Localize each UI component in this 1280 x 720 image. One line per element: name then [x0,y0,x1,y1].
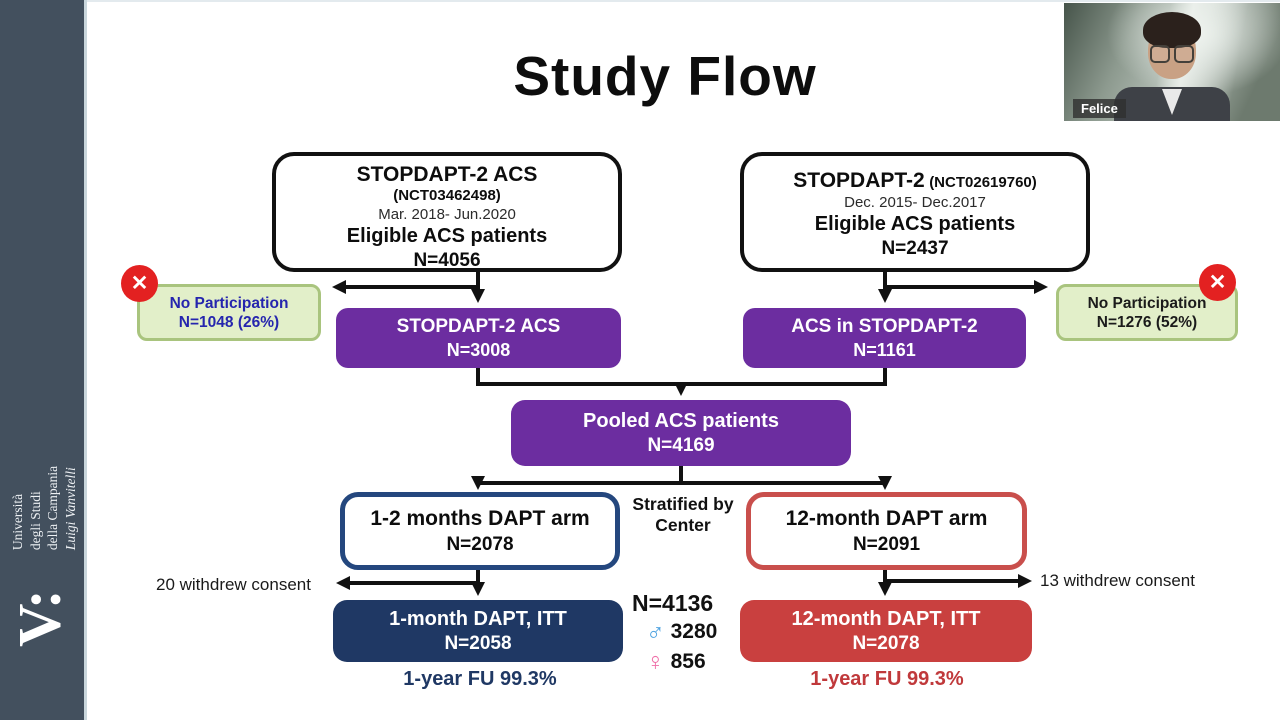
arm-label: 12-month DAPT arm [785,507,988,530]
arm-n: N=2091 [852,534,921,555]
withdrew-consent-left: 20 withdrew consent [156,575,311,594]
total-n: N=4136 [632,590,714,616]
flow-box-eligible-left: STOPDAPT-2 ACS (NCT03462498) Mar. 2018- … [272,152,622,272]
flow-box-arm-right: 12-month DAPT arm N=2091 [746,492,1027,570]
pooled-n: N=4169 [647,435,715,456]
no-participation-label: No Participation [1087,295,1207,312]
flow-box-itt-left: 1-month DAPT, ITT N=2058 [333,600,623,662]
study-nct: (NCT02619760) [929,174,1037,191]
study-n: N=2437 [881,238,949,259]
itt-n: N=2078 [852,633,920,654]
male-count: 3280 [670,620,718,643]
university-logo: V: [6,589,73,647]
enrolled-label: STOPDAPT-2 ACS [396,316,561,337]
itt-label: 12-month DAPT, ITT [791,608,981,630]
followup-left: 1-year FU 99.3% [403,668,557,690]
study-dates: Mar. 2018- Jun.2020 [378,206,516,223]
female-count: 856 [670,650,706,673]
enrolled-n: N=3008 [446,340,511,360]
university-sidebar: Università degli Studi della Campania Lu… [0,0,87,720]
excluded-x-icon: ✕ [1199,264,1236,301]
webcam-video-tile[interactable]: Felice [1064,3,1280,121]
stratified-note: Stratified by Center [632,494,734,535]
flow-box-enrolled-right: ACS in STOPDAPT-2 N=1161 [743,308,1026,368]
flow-box-no-participation-left: No Participation N=1048 (26%) [137,284,321,341]
flow-box-arm-left: 1-2 months DAPT arm N=2078 [340,492,620,570]
male-icon: ♂ [646,618,665,646]
enrolled-n: N=1161 [853,340,916,360]
study-title-line: STOPDAPT-2 (NCT02619760) [744,168,1086,193]
female-count-row: ♀ 856 [632,647,752,677]
slide-top-border [84,0,1280,2]
no-participation-label: No Participation [169,295,289,312]
withdrew-consent-right: 13 withdrew consent [1040,571,1195,590]
glasses-lens [1150,45,1170,63]
arm-n: N=2078 [446,534,514,555]
followup-right: 1-year FU 99.3% [810,668,964,690]
speaker-hair [1143,12,1201,48]
flow-box-enrolled-left: STOPDAPT-2 ACS N=3008 [336,308,621,368]
webcam-name-label: Felice [1073,99,1126,118]
enrolled-label: ACS in STOPDAPT-2 [791,316,978,337]
itt-n: N=2058 [444,633,512,654]
study-cohort: Eligible ACS patients [346,225,548,247]
flow-box-itt-right: 12-month DAPT, ITT N=2078 [740,600,1032,662]
speaker-glasses [1150,45,1194,63]
glasses-lens [1174,45,1194,63]
arm-label: 1-2 months DAPT arm [370,507,590,530]
pooled-label: Pooled ACS patients [583,410,779,432]
no-participation-n: N=1048 (26%) [178,314,280,331]
male-count-row: ♂ 3280 [632,617,752,647]
excluded-x-icon: ✕ [121,265,158,302]
study-title: STOPDAPT-2 ACS [356,163,538,186]
study-title: STOPDAPT-2 [793,169,925,192]
study-n: N=4056 [413,250,481,271]
no-participation-n: N=1276 (52%) [1096,314,1198,331]
female-icon: ♀ [646,648,665,676]
flow-box-pooled: Pooled ACS patients N=4169 [511,400,851,466]
university-line: della Campania [45,465,60,551]
university-line: Università [9,493,25,551]
university-name: Università degli Studi della Campania Lu… [9,466,79,550]
university-line: degli Studi [27,491,43,551]
flow-box-eligible-right: STOPDAPT-2 (NCT02619760) Dec. 2015- Dec.… [740,152,1090,272]
study-dates: Dec. 2015- Dec.2017 [844,194,986,211]
study-cohort: Eligible ACS patients [814,213,1016,235]
itt-label: 1-month DAPT, ITT [389,608,567,630]
page-title: Study Flow [513,45,817,107]
university-line: Luigi Vanvitelli [62,467,78,551]
pooled-totals: N=4136 ♂ 3280 ♀ 856 [632,590,752,677]
study-nct: (NCT03462498) [393,187,501,204]
